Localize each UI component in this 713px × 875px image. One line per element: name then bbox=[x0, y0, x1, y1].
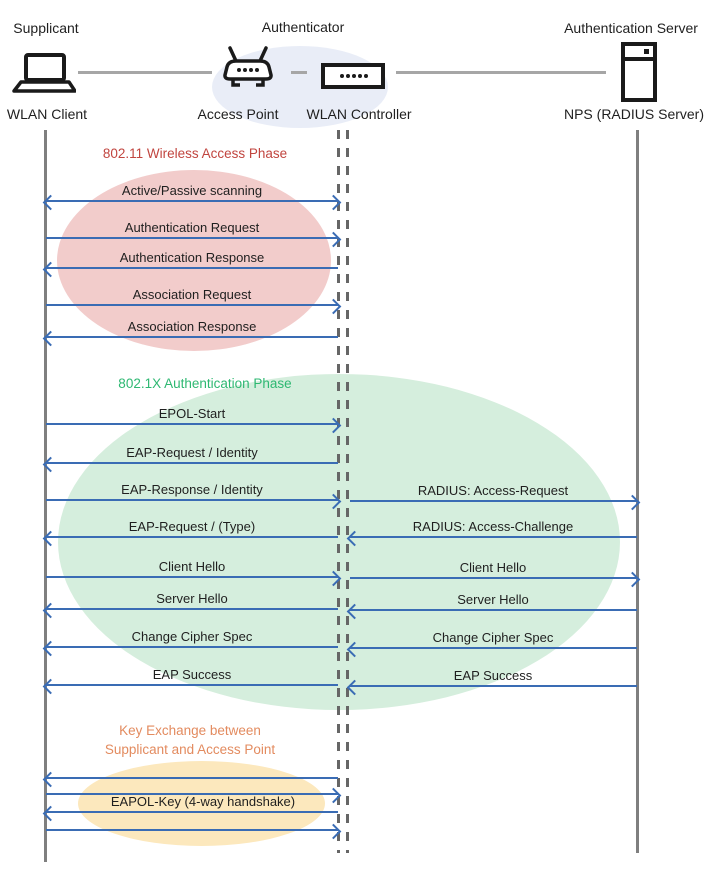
server-icon bbox=[621, 42, 657, 102]
message-label: EAP Success bbox=[152, 667, 232, 682]
arrow-left bbox=[46, 608, 338, 610]
node-label-wlan-client: WLAN Client bbox=[6, 106, 88, 122]
message-label: EPOL-Start bbox=[158, 406, 226, 421]
arrow-left bbox=[46, 336, 338, 338]
message-label: Change Cipher Spec bbox=[432, 630, 554, 645]
laptop-icon bbox=[12, 52, 76, 94]
arrow-right bbox=[350, 577, 637, 579]
arrow-left bbox=[46, 536, 338, 538]
lifeline-radius-server bbox=[636, 130, 639, 853]
arrow-right bbox=[350, 500, 637, 502]
key-exchange-label: EAPOL-Key (4-way handshake) bbox=[110, 794, 296, 809]
role-label-supplicant: Supplicant bbox=[13, 20, 79, 36]
arrow-left bbox=[46, 462, 338, 464]
connector-controller-server bbox=[396, 71, 606, 74]
message-label: Change Cipher Spec bbox=[131, 629, 253, 644]
phase3-ellipse bbox=[78, 761, 325, 846]
phase3-title: Key Exchange between Supplicant and Acce… bbox=[105, 721, 275, 759]
message-label: Authentication Response bbox=[119, 250, 265, 265]
message-label: RADIUS: Access-Challenge bbox=[412, 519, 574, 534]
message-label: Client Hello bbox=[158, 559, 226, 574]
message-label: Active/Passive scanning bbox=[121, 183, 263, 198]
node-label-wlan-controller: WLAN Controller bbox=[306, 106, 412, 122]
message-label: Authentication Request bbox=[124, 220, 260, 235]
lifeline-controller-right bbox=[346, 130, 349, 853]
phase1-title: 802.11 Wireless Access Phase bbox=[102, 146, 288, 161]
node-label-access-point: Access Point bbox=[197, 106, 279, 122]
role-label-authentication-server: Authentication Server bbox=[564, 20, 698, 36]
arrow-left bbox=[350, 647, 637, 649]
node-label-nps: NPS (RADIUS Server) bbox=[563, 106, 705, 122]
access-point-icon bbox=[216, 46, 280, 94]
arrow-right bbox=[46, 576, 338, 578]
arrow-left bbox=[46, 646, 338, 648]
arrow-right bbox=[46, 829, 338, 831]
arrow-right bbox=[46, 304, 338, 306]
arrow-right bbox=[46, 793, 338, 795]
message-label: EAP Success bbox=[453, 668, 533, 683]
role-label-authenticator: Authenticator bbox=[261, 19, 345, 35]
lifeline-controller-left bbox=[337, 130, 340, 853]
message-label: EAP-Request / Identity bbox=[126, 445, 258, 460]
arrow-left bbox=[350, 536, 637, 538]
message-label: EAP-Request / (Type) bbox=[128, 519, 256, 534]
arrow-left bbox=[350, 685, 637, 687]
connector-client-ap bbox=[78, 71, 212, 74]
message-label: Association Response bbox=[127, 319, 257, 334]
arrow-right bbox=[46, 423, 338, 425]
arrow-left bbox=[46, 811, 338, 813]
arrow-right bbox=[46, 237, 338, 239]
phase3-title-line2: Supplicant and Access Point bbox=[104, 742, 276, 757]
message-label: Client Hello bbox=[459, 560, 527, 575]
arrow-both bbox=[46, 200, 338, 202]
arrow-left bbox=[350, 609, 637, 611]
message-label: Server Hello bbox=[457, 592, 529, 607]
connector-ap-controller bbox=[291, 71, 307, 74]
arrow-left bbox=[46, 267, 338, 269]
message-label: Association Request bbox=[132, 287, 252, 302]
phase2-title: 802.1X Authentication Phase bbox=[118, 376, 292, 391]
message-label: RADIUS: Access-Request bbox=[417, 483, 569, 498]
arrow-right bbox=[46, 499, 338, 501]
wlan-controller-icon bbox=[321, 63, 385, 89]
message-label: EAP-Response / Identity bbox=[121, 482, 263, 497]
arrow-left bbox=[46, 777, 338, 779]
phase3-title-line1: Key Exchange between bbox=[119, 723, 261, 738]
lifeline-wlan-client bbox=[44, 130, 47, 862]
message-label: Server Hello bbox=[156, 591, 228, 606]
arrow-left bbox=[46, 684, 338, 686]
